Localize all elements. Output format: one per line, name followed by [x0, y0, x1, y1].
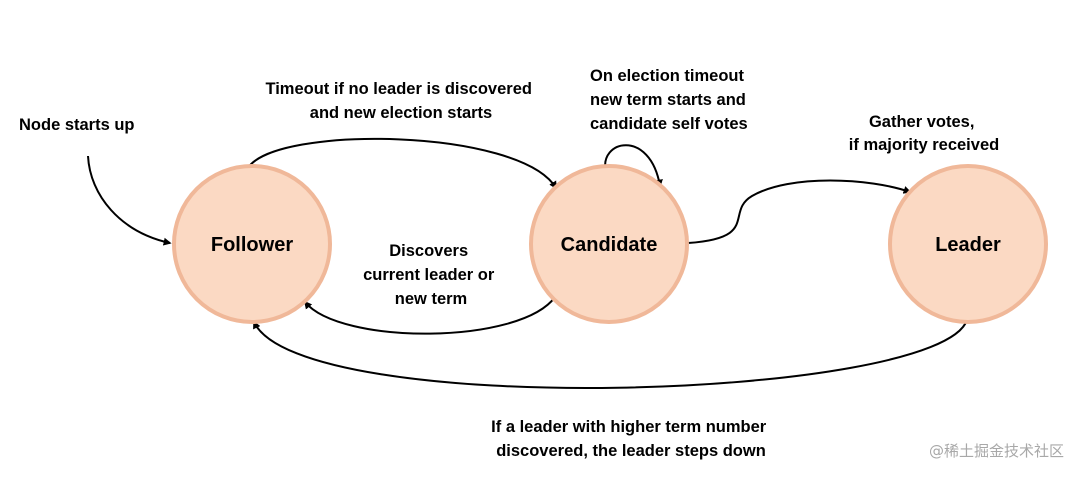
follower-circle: [172, 164, 332, 324]
arrow-candidate-to-follower: [303, 296, 556, 335]
arrow-start: [87, 155, 172, 246]
label-candidate-to-leader: Gather votes, if majority received: [849, 113, 999, 154]
label-candidate-self-line: On election timeout: [590, 67, 745, 85]
label-follower-to-candidate: Timeout if no leader is discovered and n…: [265, 80, 536, 122]
candidate-label: Candidate: [561, 234, 658, 256]
label-candidate-to-follower-line: current leader or: [363, 266, 495, 284]
watermark: @稀土掘金技术社区: [929, 442, 1064, 460]
leader-label: Leader: [935, 234, 1001, 256]
leader-circle: [888, 164, 1048, 324]
label-leader-to-follower-line: discovered, the leader steps down: [496, 442, 766, 460]
label-leader-to-follower-line: If a leader with higher term number: [491, 418, 767, 436]
label-candidate-to-leader-line: Gather votes,: [869, 113, 974, 131]
label-candidate-self-line: candidate self votes: [590, 115, 748, 133]
label-start: Node starts up: [19, 116, 135, 134]
label-candidate-to-follower-line: new term: [395, 290, 467, 308]
candidate-circle: [529, 164, 689, 324]
label-start-line: Node starts up: [19, 116, 135, 134]
follower-label: Follower: [211, 234, 293, 256]
arrow-candidate-self-loop: [604, 144, 663, 188]
label-follower-to-candidate-line: Timeout if no leader is discovered: [265, 80, 532, 98]
arrow-leader-to-follower: [253, 319, 968, 389]
label-follower-to-candidate-line: and new election starts: [310, 104, 492, 122]
arrow-follower-to-candidate: [247, 137, 557, 190]
label-candidate-to-follower: Discovers current leader or new term: [363, 242, 499, 308]
state-leader: Leader: [888, 164, 1048, 324]
state-candidate: Candidate: [529, 164, 689, 324]
label-leader-to-follower: If a leader with higher term number disc…: [491, 418, 771, 460]
label-candidate-to-leader-line: if majority received: [849, 136, 999, 154]
label-candidate-self: On election timeout new term starts and …: [590, 67, 750, 133]
state-follower: Follower: [172, 164, 332, 324]
arrow-candidate-to-leader: [687, 179, 912, 244]
label-candidate-to-follower-line: Discovers: [389, 242, 468, 260]
label-candidate-self-line: new term starts and: [590, 91, 746, 109]
